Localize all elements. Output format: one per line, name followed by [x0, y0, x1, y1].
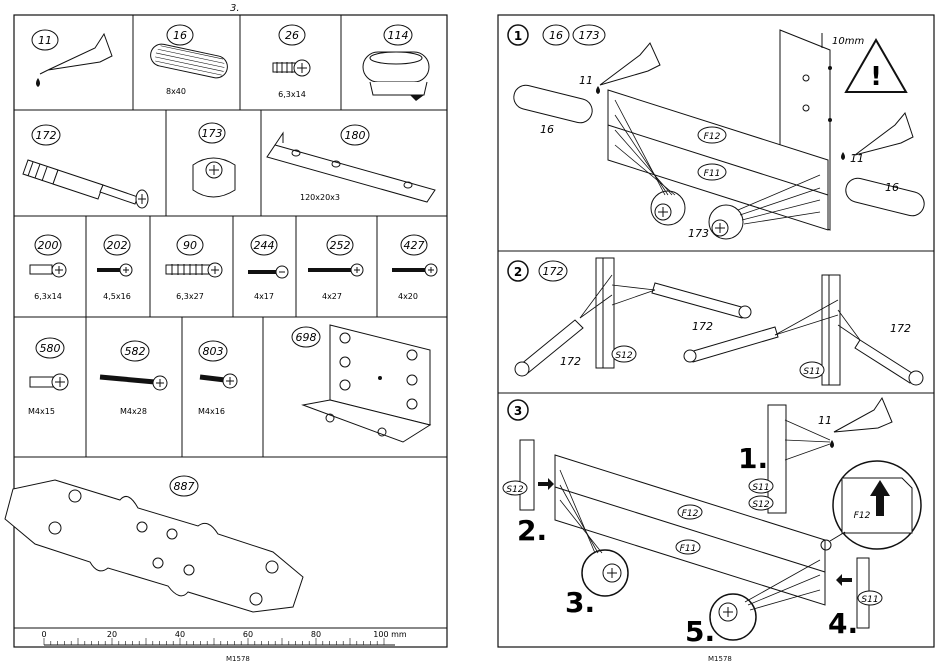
- step-2: 2 172 S12 S11 172 172 172: [508, 258, 923, 385]
- part-180: 180 120x20x3: [267, 125, 435, 202]
- svg-text:4.: 4.: [828, 607, 858, 640]
- part-114: 114: [363, 25, 429, 101]
- svg-text:S12: S12: [615, 351, 632, 361]
- right-page-code: M1578: [708, 655, 732, 663]
- svg-text:2.: 2.: [517, 514, 547, 547]
- svg-text:6,3x14: 6,3x14: [278, 90, 306, 99]
- part-427: 427 4x20: [392, 235, 437, 301]
- ruler: 0 20 40 60 80 100 mm: [41, 630, 406, 645]
- svg-text:2: 2: [514, 265, 522, 279]
- part-580: 580 M4x15: [28, 338, 68, 416]
- part-803: 803 M4x16: [198, 341, 237, 416]
- svg-text:172: 172: [890, 322, 911, 335]
- svg-text:803: 803: [203, 345, 224, 358]
- svg-text:582: 582: [125, 345, 146, 358]
- svg-text:8x40: 8x40: [166, 87, 186, 96]
- svg-text:0: 0: [41, 630, 46, 639]
- part-200: 200 6,3x14: [30, 235, 66, 301]
- svg-text:S11: S11: [752, 483, 769, 493]
- svg-text:172: 172: [692, 320, 713, 333]
- part-252: 252 4x27: [308, 235, 363, 301]
- part-887: 887: [5, 476, 303, 612]
- svg-text:M4x16: M4x16: [198, 407, 225, 416]
- svg-text:11: 11: [850, 152, 864, 165]
- svg-text:90: 90: [183, 239, 197, 252]
- svg-text:114: 114: [388, 29, 409, 42]
- svg-text:6,3x27: 6,3x27: [176, 292, 204, 301]
- svg-text:1: 1: [514, 29, 522, 43]
- svg-text:F11: F11: [704, 169, 721, 179]
- svg-text:6,3x14: 6,3x14: [34, 292, 62, 301]
- svg-text:S11: S11: [803, 367, 820, 377]
- svg-text:887: 887: [174, 480, 195, 493]
- left-page-code: M1578: [226, 655, 250, 663]
- svg-text:173: 173: [688, 227, 709, 240]
- svg-text:26: 26: [285, 29, 299, 42]
- part-90: 90 6,3x27: [166, 235, 222, 301]
- part-172: 172: [23, 125, 148, 208]
- part-26: 26 6,3x14: [273, 25, 310, 99]
- svg-text:F12: F12: [704, 132, 721, 142]
- step-1: 1 16 173 10mm ! F12 F11 16: [508, 25, 927, 240]
- svg-text:16: 16: [173, 29, 187, 42]
- svg-text:1.: 1.: [738, 442, 768, 475]
- part-244: 244 4x17: [248, 235, 288, 301]
- svg-text:F12: F12: [854, 511, 871, 521]
- svg-text:172: 172: [543, 265, 564, 278]
- part-202: 202 4,5x16: [97, 235, 132, 301]
- svg-text:S12: S12: [752, 500, 769, 510]
- svg-text:80: 80: [311, 630, 321, 639]
- svg-text:244: 244: [254, 239, 275, 252]
- svg-text:5.: 5.: [685, 615, 715, 648]
- part-698: 698: [292, 325, 430, 442]
- svg-text:4,5x16: 4,5x16: [103, 292, 131, 301]
- svg-text:11: 11: [579, 74, 593, 87]
- svg-text:10mm: 10mm: [832, 36, 864, 47]
- svg-text:427: 427: [404, 239, 425, 252]
- svg-text:120x20x3: 120x20x3: [300, 193, 340, 202]
- svg-text:16: 16: [549, 29, 563, 42]
- svg-text:3.: 3.: [565, 586, 595, 619]
- svg-text:!: !: [870, 62, 882, 92]
- part-582: 582 M4x28: [100, 341, 167, 416]
- svg-text:3: 3: [514, 404, 522, 418]
- svg-text:172: 172: [560, 355, 581, 368]
- svg-text:173: 173: [202, 127, 223, 140]
- svg-text:200: 200: [38, 239, 59, 252]
- svg-text:16: 16: [540, 123, 554, 136]
- svg-text:M4x15: M4x15: [28, 407, 55, 416]
- svg-text:S11: S11: [861, 595, 878, 605]
- svg-text:60: 60: [243, 630, 253, 639]
- svg-text:4x17: 4x17: [254, 292, 274, 301]
- svg-text:202: 202: [107, 239, 128, 252]
- part-16: 16 8x40: [149, 25, 230, 96]
- svg-text:698: 698: [296, 331, 317, 344]
- svg-text:S12: S12: [506, 485, 523, 495]
- svg-text:580: 580: [40, 342, 61, 355]
- svg-text:252: 252: [330, 239, 351, 252]
- svg-text:4x27: 4x27: [322, 292, 342, 301]
- svg-text:M4x28: M4x28: [120, 407, 147, 416]
- step-3: 3 F12 F11 S12 S11 S12 11: [503, 398, 921, 648]
- svg-text:11: 11: [818, 414, 832, 427]
- svg-text:4x20: 4x20: [398, 292, 418, 301]
- svg-text:180: 180: [345, 129, 366, 142]
- svg-text:173: 173: [579, 29, 600, 42]
- svg-text:172: 172: [36, 129, 57, 142]
- part-11: 11: [32, 30, 112, 87]
- part-173: 173: [193, 123, 235, 197]
- svg-text:F12: F12: [682, 509, 699, 519]
- svg-text:20: 20: [107, 630, 117, 639]
- svg-text:16: 16: [885, 181, 899, 194]
- svg-text:F11: F11: [680, 544, 697, 554]
- svg-text:40: 40: [175, 630, 185, 639]
- svg-text:100 mm: 100 mm: [373, 630, 407, 639]
- part-id-label: 11: [38, 34, 52, 47]
